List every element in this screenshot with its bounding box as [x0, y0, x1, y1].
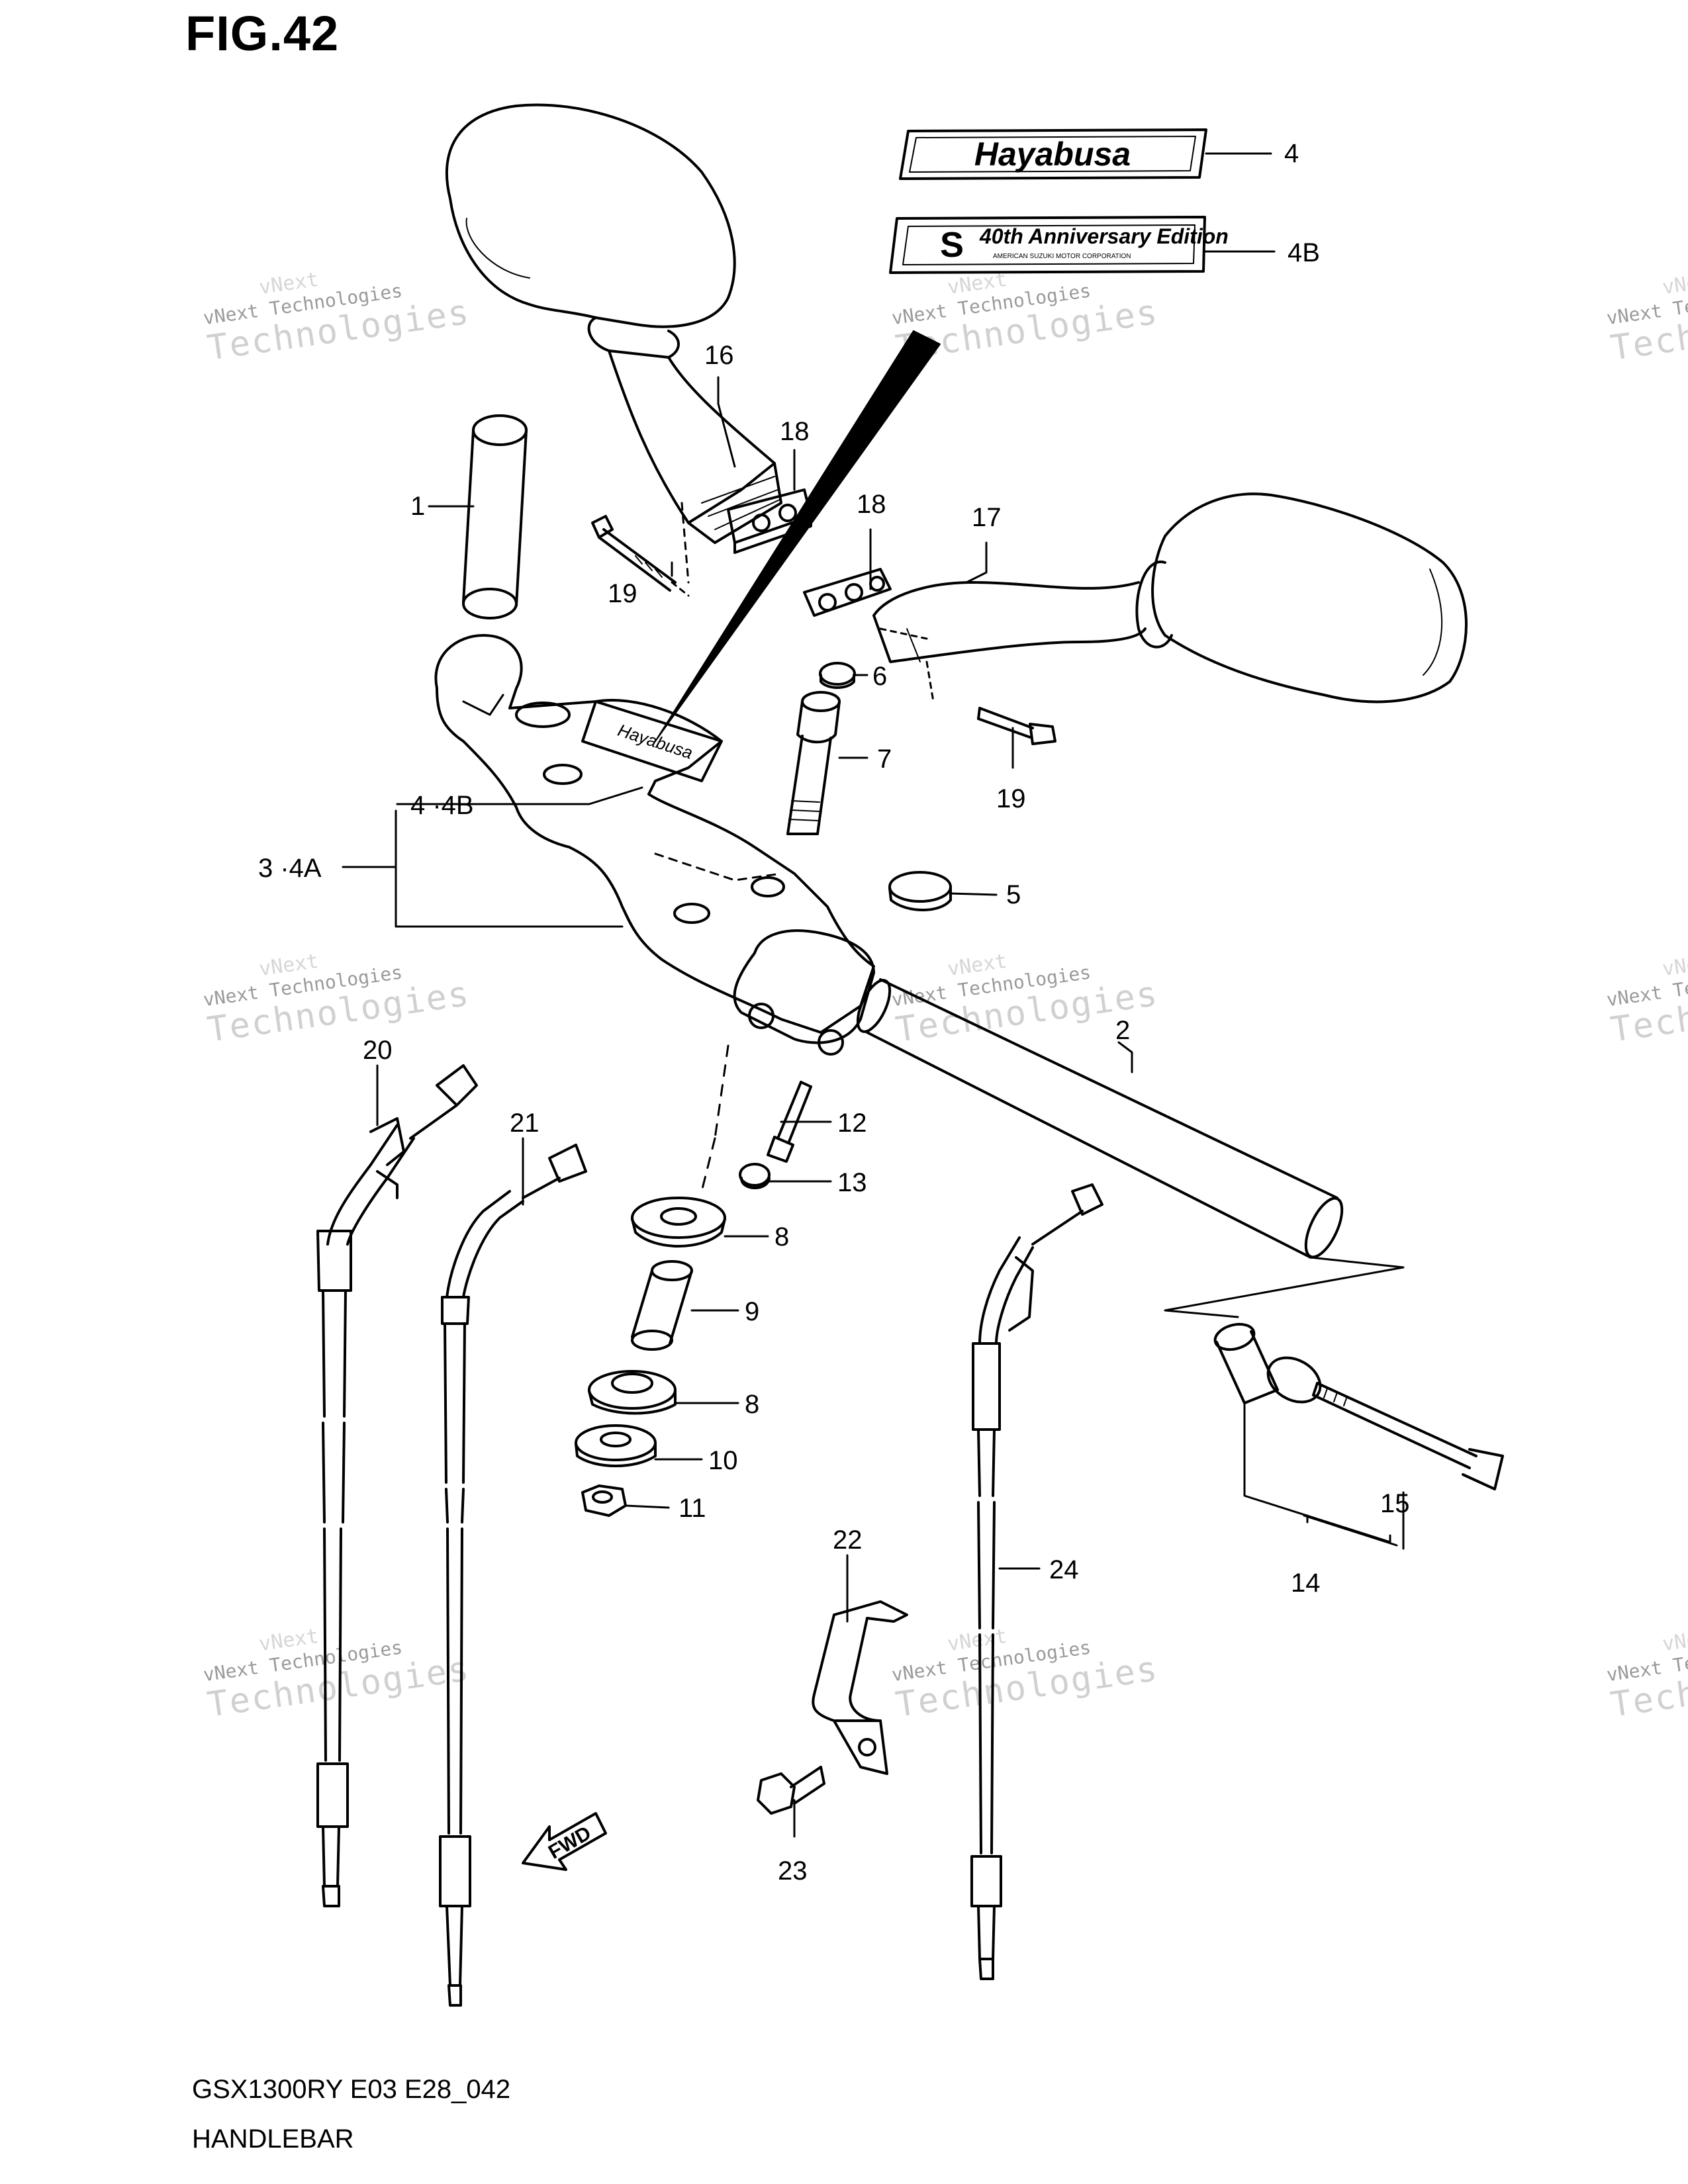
left-mirror: [445, 103, 782, 584]
callout-19-left: 19: [608, 579, 637, 608]
callout-4: 4: [1284, 139, 1299, 168]
handlebar-holder: Hayabusa: [434, 634, 875, 1193]
callout-18-left: 18: [780, 417, 810, 446]
bolt-23: [757, 1766, 825, 1815]
bolt-12: [767, 1081, 812, 1163]
callout-4b: 4B: [1288, 238, 1320, 267]
cable-clamp-22: [812, 1600, 908, 1775]
rubber-damper-lower: [588, 1370, 677, 1415]
cap-13: [739, 1163, 771, 1189]
cap-5: [888, 871, 952, 911]
callout-15: 15: [1380, 1489, 1410, 1518]
callout-17: 17: [972, 503, 1002, 532]
callout-22: 22: [833, 1525, 863, 1555]
hayabusa-text: Hayabusa: [974, 136, 1131, 173]
washer-10: [575, 1424, 657, 1467]
decal-leader-wedge: [655, 330, 941, 742]
left-grip: [462, 414, 528, 619]
throttle-cable-21: [439, 1144, 587, 2007]
rubber-damper-upper: [631, 1197, 726, 1248]
callout-10: 10: [708, 1446, 738, 1475]
callout-6: 6: [872, 662, 887, 691]
callout-5: 5: [1006, 880, 1021, 909]
callout-4-4b: 4 ·4B: [410, 791, 474, 820]
callout-16: 16: [704, 341, 734, 370]
callout-13: 13: [837, 1168, 867, 1197]
callout-8-lower: 8: [745, 1390, 759, 1419]
corporation-text: AMERICAN SUZUKI MOTOR CORPORATION: [993, 253, 1131, 260]
cap-6: [819, 662, 856, 689]
figure-title: FIG.42: [185, 6, 340, 61]
callout-11: 11: [679, 1494, 706, 1523]
forward-arrow: FWD: [522, 1812, 607, 1871]
bolt-7: [786, 691, 841, 835]
callout-24: 24: [1049, 1555, 1079, 1584]
callout-7: 7: [877, 745, 892, 774]
right-mirror: [872, 492, 1468, 704]
nut-11: [581, 1484, 627, 1517]
callout-18-right: 18: [857, 490, 886, 519]
mirror-bolt-right: [925, 660, 1056, 745]
cable-24: [970, 1183, 1103, 1980]
callout-19-right: 19: [996, 784, 1026, 813]
callout-23: 23: [778, 1856, 808, 1886]
mirror-bolt-left: [591, 515, 690, 597]
callout-14: 14: [1291, 1569, 1321, 1598]
callout-20: 20: [363, 1036, 393, 1065]
throttle-cable-20: [316, 1064, 478, 1907]
mirror-gasket-right: [803, 568, 892, 617]
callout-21: 21: [510, 1109, 539, 1138]
bar-end-screw: [1312, 1382, 1504, 1490]
anniversary-text: 40th Anniversary Edition: [979, 224, 1229, 248]
callout-9: 9: [745, 1297, 759, 1326]
callout-8-upper: 8: [774, 1222, 789, 1251]
spacer-9: [631, 1260, 693, 1351]
leader-lines: [342, 152, 1405, 1838]
hayabusa-decal: Hayabusa: [899, 128, 1207, 180]
handlebar-pipe: [856, 978, 1405, 1318]
diagram-name: HANDLEBAR: [192, 2124, 354, 2154]
bar-end-weight: [1213, 1322, 1322, 1404]
suzuki-s-logo: S: [940, 225, 964, 265]
callout-numbers: 4 4B 1 16 18 18 17 19 19 6 7 5 4 ·4B 3 ·…: [258, 139, 1410, 1886]
callout-2: 2: [1115, 1016, 1130, 1045]
callout-3-4a: 3 ·4A: [258, 854, 322, 883]
diagram-code: GSX1300RY E03 E28_042: [192, 2075, 511, 2104]
callout-12: 12: [837, 1109, 867, 1138]
anniversary-decal: S 40th Anniversary Edition AMERICAN SUZU…: [889, 216, 1229, 274]
callout-1: 1: [410, 492, 425, 521]
